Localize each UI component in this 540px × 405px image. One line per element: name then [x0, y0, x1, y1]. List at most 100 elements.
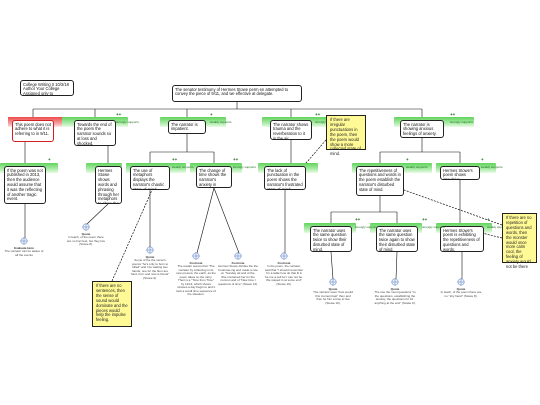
source-leaf-2[interactable]: Quote In leach, of the poem there are no…: [66, 232, 106, 247]
source-globe-icon: [234, 252, 242, 260]
source-text: The narrator uses "how would this moment…: [313, 290, 353, 305]
objection-link: [111, 189, 153, 282]
evidence-node-2[interactable]: Hermes Stowe shows words and phrasing th…: [95, 166, 122, 204]
support-mark: ++: [315, 112, 321, 117]
support-tag: strongly supports: [116, 120, 139, 124]
evidence-node-3[interactable]: The use of metaphors displays the narrat…: [130, 166, 170, 190]
evidence-text: The repetitiveness of questions and word…: [359, 167, 401, 192]
evidence-node-7[interactable]: Hermes Stowe's poem shows impulsive.: [440, 166, 480, 180]
objection-text: If there are no sentences, then the sens…: [96, 283, 128, 323]
objection-note-2[interactable]: If there are no sentences, then the sens…: [92, 281, 132, 327]
connector-line: [213, 187, 240, 254]
support-mark: ++: [355, 217, 361, 222]
evidence-text: The lack of punctuation in the poem show…: [267, 167, 303, 190]
reason-text: The narrator shows trauma and the reverb…: [273, 121, 309, 140]
source-title: Evaluate Here: [14, 246, 34, 250]
source-title: Quote: [145, 255, 155, 259]
evidence-node-1[interactable]: If the poem was not published in 2013, t…: [4, 166, 46, 204]
source-globe-icon: [82, 223, 90, 231]
support-tag: strongly supports: [450, 120, 473, 124]
source-leaf-8[interactable]: Quote The use the most questions "to the…: [374, 287, 416, 305]
source-leaf-9[interactable]: Quote In leach, of the poem there are no…: [440, 287, 482, 298]
support-tag: weakly supports: [172, 165, 194, 169]
support-mark: +: [48, 157, 51, 162]
support-mark: ++: [172, 157, 178, 162]
main-claim-text: The senator testimony of Hermes Stowe pe…: [175, 86, 289, 97]
reason-text: Towards the end of the poem the narrator…: [77, 121, 112, 146]
evidence-node-6[interactable]: The repetitiveness of questions and word…: [356, 166, 404, 196]
detail-node-2[interactable]: The narrator uses the same question twic…: [376, 226, 418, 252]
reason-node-2[interactable]: Towards the end of the poem the narrator…: [74, 120, 116, 146]
source-text: The narrator can be aware of all the eve…: [4, 249, 44, 257]
support-mark: +: [210, 112, 213, 117]
connector-line: [330, 251, 334, 280]
source-globe-icon: [280, 252, 288, 260]
support-tag: weakly supports: [210, 120, 232, 124]
objection-link: [481, 232, 503, 239]
detail-text: The narrator uses the same question twic…: [313, 227, 347, 252]
support-mark: +: [487, 217, 490, 222]
main-claim-box[interactable]: The senator testimony of Hermes Stowe pe…: [172, 85, 302, 102]
source-title: Quote: [456, 287, 466, 291]
source-title: Quote: [328, 287, 338, 291]
source-leaf-4[interactable]: Footnote The reader seems that "The narr…: [176, 261, 216, 296]
detail-node-1[interactable]: The narrator uses the same question twic…: [310, 226, 352, 252]
header-text: College Writing II 10/3/18 Author Your C…: [23, 81, 69, 96]
objection-text: If there are no repetition of questions …: [506, 215, 532, 270]
reason-node-1[interactable]: This poem does not adhere to what it is …: [12, 120, 54, 142]
support-tag: strongly supports: [233, 165, 256, 169]
objection-note-1[interactable]: If there are irregular punctuations in t…: [326, 115, 366, 156]
source-title: Footnote: [189, 261, 203, 265]
support-tag: weakly supports: [487, 225, 509, 229]
evidence-node-4[interactable]: The change of time shows the narrator's …: [196, 166, 232, 188]
evidence-text: Hermes Stowe's poem shows impulsive.: [443, 167, 473, 180]
source-globe-icon: [146, 246, 154, 254]
support-tag: weakly supports: [406, 165, 428, 169]
source-leaf-5[interactable]: Footnote Hermes Stowe divides the the Fo…: [218, 261, 258, 286]
source-globe-icon: [192, 252, 200, 260]
source-leaf-1[interactable]: Evaluate Here The narrator can be aware …: [4, 246, 44, 257]
connector-line: [196, 187, 215, 254]
detail-node-3[interactable]: Hermes Stowe's poem is exhibiting the re…: [440, 226, 484, 252]
objection-link: [403, 189, 503, 226]
source-leaf-7[interactable]: Quote The narrator uses "how would this …: [312, 287, 354, 305]
reason-text: The narrator is showing anxious feelings…: [403, 121, 437, 137]
evidence-text: If the poem was not published in 2013, t…: [7, 167, 43, 202]
support-mark: +: [406, 157, 409, 162]
reason-node-5[interactable]: The narrator is showing anxious feelings…: [400, 120, 444, 138]
support-tag: strongly supports: [355, 225, 378, 229]
evidence-text: The use of metaphors displays the narrat…: [133, 167, 165, 190]
source-title: Footnote: [231, 261, 245, 265]
header-box[interactable]: College Writing II 10/3/18 Author Your C…: [20, 80, 74, 96]
source-text: In the poem, the narrator, said that "I …: [264, 264, 304, 286]
source-leaf-3[interactable]: Quote Some of the the verse's poems "he'…: [130, 255, 170, 280]
reason-text: This poem does not adhere to what it is …: [15, 121, 51, 137]
support-mark: ++: [233, 157, 239, 162]
source-text: Hermes Stowe divides the the Footnote-in…: [218, 264, 258, 286]
objection-text: If there are irregular punctuations in t…: [330, 117, 361, 157]
reason-node-4[interactable]: The narrator shows trauma and the reverb…: [270, 120, 312, 140]
support-mark: ++: [422, 217, 428, 222]
support-tag: weakly supports: [481, 165, 503, 169]
source-title: Quote: [81, 232, 91, 236]
connector-line: [86, 203, 109, 225]
source-text: Some of the the verse's poems "he's only…: [130, 258, 170, 280]
detail-text: Hermes Stowe's poem is exhibiting the re…: [443, 227, 480, 252]
detail-text: The narrator uses the same question twic…: [379, 227, 415, 252]
objection-note-3[interactable]: If there are no repetition of questions …: [502, 213, 537, 269]
source-globe-icon: [20, 237, 28, 245]
evidence-text: Hermes Stowe shows words and phrasing th…: [98, 167, 119, 204]
evidence-node-5[interactable]: The lack of punctuation in the poem show…: [264, 166, 306, 190]
source-leaf-6[interactable]: Footnote In the poem, the narrator, said…: [264, 261, 304, 286]
source-title: Footnote: [277, 261, 291, 265]
source-text: The use the most questions "to the quest…: [374, 290, 416, 305]
support-mark: ++: [450, 112, 456, 117]
evidence-text: The change of time shows the narrator's …: [199, 167, 227, 187]
source-globe-icon: [457, 278, 465, 286]
support-tag: strongly supports: [422, 225, 445, 229]
source-title: Quote: [390, 287, 400, 291]
source-text: The reader seems that "The narrator by c…: [176, 264, 216, 296]
reason-node-3[interactable]: The narrator is impatient.: [168, 120, 206, 134]
support-mark: ++: [116, 112, 122, 117]
